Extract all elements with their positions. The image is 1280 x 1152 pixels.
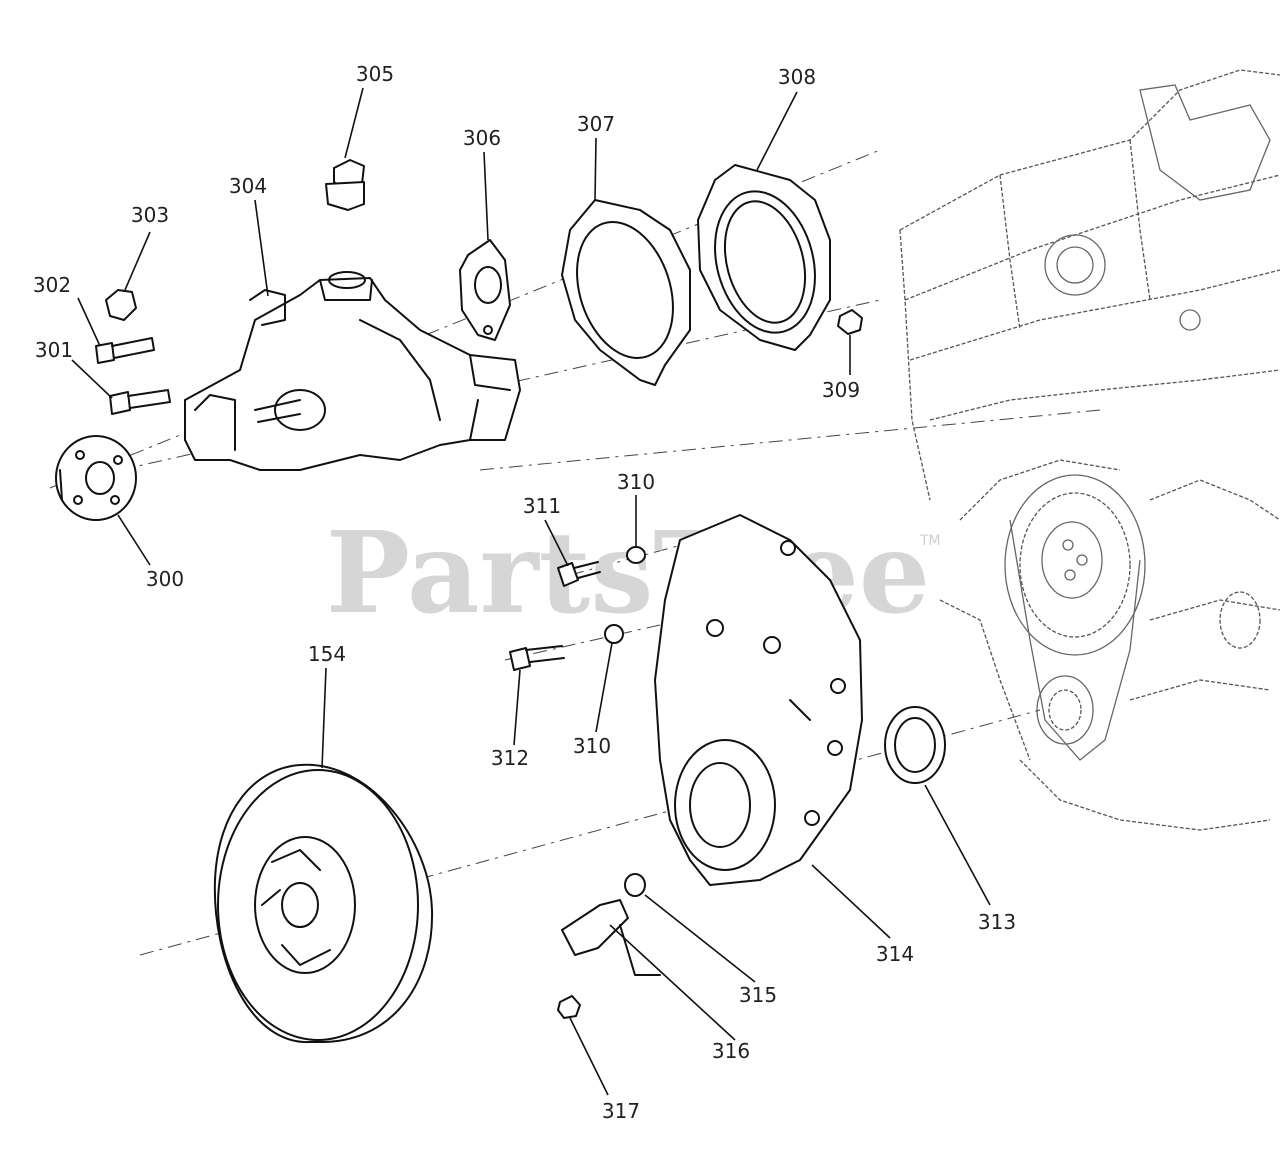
part-306-gasket <box>459 239 511 341</box>
label-305: 305 <box>356 62 394 86</box>
label-300: 300 <box>146 567 184 591</box>
label-312: 312 <box>491 746 529 770</box>
label-317: 317 <box>602 1099 640 1123</box>
label-315: 315 <box>739 983 777 1007</box>
label-309: 309 <box>822 378 860 402</box>
part-305-plug <box>325 159 365 211</box>
engine-block <box>899 69 1280 831</box>
watermark-tm: TM <box>919 533 941 549</box>
label-303: 303 <box>131 203 169 227</box>
part-304-water-pump <box>184 271 521 471</box>
part-307-gasket <box>561 199 691 386</box>
label-301: 301 <box>35 338 73 362</box>
part-154-balancer <box>213 763 434 1044</box>
label-314: 314 <box>876 942 914 966</box>
part-302-bolt <box>95 337 155 364</box>
label-307: 307 <box>577 112 615 136</box>
label-313: 313 <box>978 910 1016 934</box>
part-311-bolt <box>557 561 601 587</box>
label-304: 304 <box>229 174 267 198</box>
label-310-lower: 310 <box>573 734 611 758</box>
label-306: 306 <box>463 126 501 150</box>
part-308-gasket <box>697 164 831 351</box>
part-300-pulley-hub <box>55 435 137 521</box>
label-308: 308 <box>778 65 816 89</box>
label-316: 316 <box>712 1039 750 1063</box>
leader-lines <box>71 87 991 1096</box>
label-311: 311 <box>523 494 561 518</box>
part-labels: 300 301 302 303 304 305 306 307 308 309 … <box>33 62 1016 1123</box>
part-316-sensor <box>561 899 661 976</box>
part-312-bolt <box>509 645 565 671</box>
part-310-washer-lower <box>604 624 624 644</box>
label-302: 302 <box>33 273 71 297</box>
part-301-bolt <box>109 389 171 415</box>
part-303-plug <box>105 289 137 321</box>
part-314-timing-cover <box>654 514 863 886</box>
part-315-o-ring <box>624 873 646 897</box>
label-154: 154 <box>308 642 346 666</box>
part-317-bolt <box>557 995 581 1019</box>
part-313-seal <box>884 706 946 784</box>
part-309-bolt <box>837 309 863 335</box>
label-310-upper: 310 <box>617 470 655 494</box>
part-310-washer-upper <box>626 546 646 564</box>
